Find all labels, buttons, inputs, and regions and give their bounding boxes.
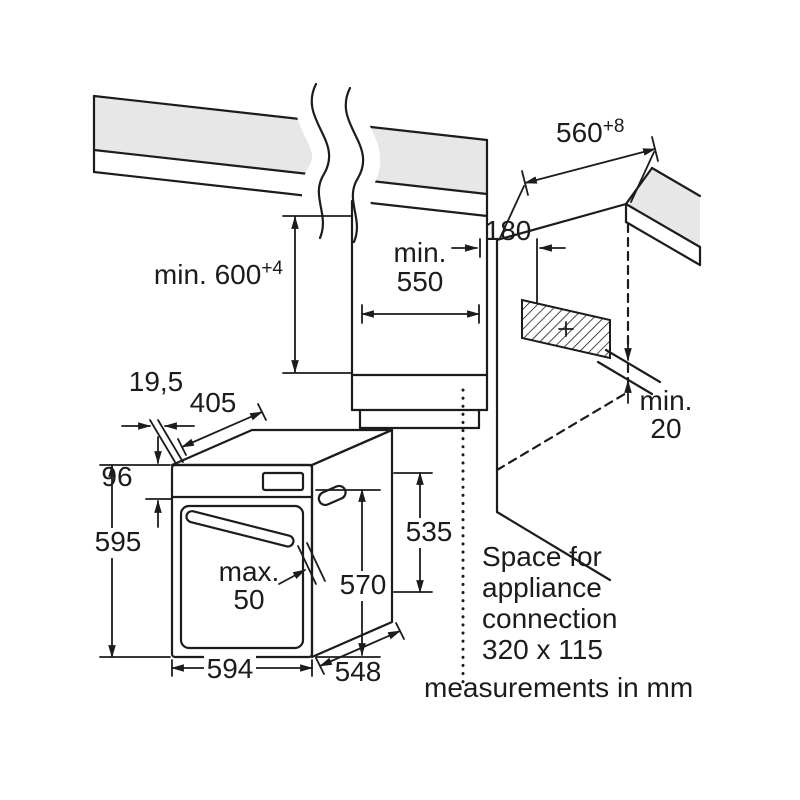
label-bg-595: [92, 528, 146, 558]
door-handle: [185, 510, 295, 548]
label-bg-535: [405, 518, 453, 548]
worktop-right-surface: [626, 168, 700, 247]
control-display: [261, 471, 305, 492]
dim-front-height-label: 570: [340, 569, 387, 600]
oven: [170, 428, 394, 659]
connection-space-hatch: [521, 298, 611, 360]
dim-front-offset-label: 19,5: [129, 366, 184, 397]
hidden-edges: [495, 222, 630, 472]
worktop-left: [92, 67, 489, 259]
dim-rear-gap-label-2: 20: [650, 413, 681, 444]
oven-side-face: [310, 428, 394, 659]
dim-niche-depth-label-2: 550: [397, 266, 444, 297]
label-bg-570: [339, 571, 387, 601]
worktop-top-surface: [94, 96, 487, 194]
right-cabinet: [495, 166, 702, 582]
note-connection-line3: connection: [482, 603, 617, 634]
note-connection-line4: 320 x 115: [482, 634, 603, 665]
note-block: Space for appliance connection 320 x 115…: [424, 541, 693, 703]
dim-niche-width-label: 560+8: [556, 116, 624, 148]
dim-connection-offset-label: 180: [485, 215, 532, 246]
note-connection-line2: appliance: [482, 572, 602, 603]
note-units: measurements in mm: [424, 672, 693, 703]
dim-total-height-label: 595: [95, 526, 142, 557]
dim-panel-height-label: 96: [101, 461, 132, 492]
dim-niche-height-label: min. 600+4: [154, 258, 284, 290]
side-handle-profile: [317, 484, 347, 507]
dim-depth-label: 548: [335, 656, 382, 687]
dim-top-depth-label: 405: [190, 387, 237, 418]
dim-width-label: 594: [207, 653, 254, 684]
dim-rear-gap-label-1: min.: [640, 385, 693, 416]
dim-labels: 560+8 min. 600+4 min. 550 180 min. 20 19…: [92, 116, 692, 687]
dim-rear-height-label: 535: [406, 516, 453, 547]
niche-cabinet: [350, 199, 489, 430]
note-connection-line1: Space for: [482, 541, 602, 572]
dim-niche-depth-label-1: min.: [394, 237, 447, 268]
label-bg-594: [204, 653, 256, 683]
worktop-break-lines: [310, 82, 365, 244]
dim-protrusion-label-1: max.: [219, 556, 280, 587]
oven-top-face: [170, 428, 394, 467]
worktop-front-face: [94, 150, 487, 216]
dim-protrusion-label-2: 50: [233, 584, 264, 615]
